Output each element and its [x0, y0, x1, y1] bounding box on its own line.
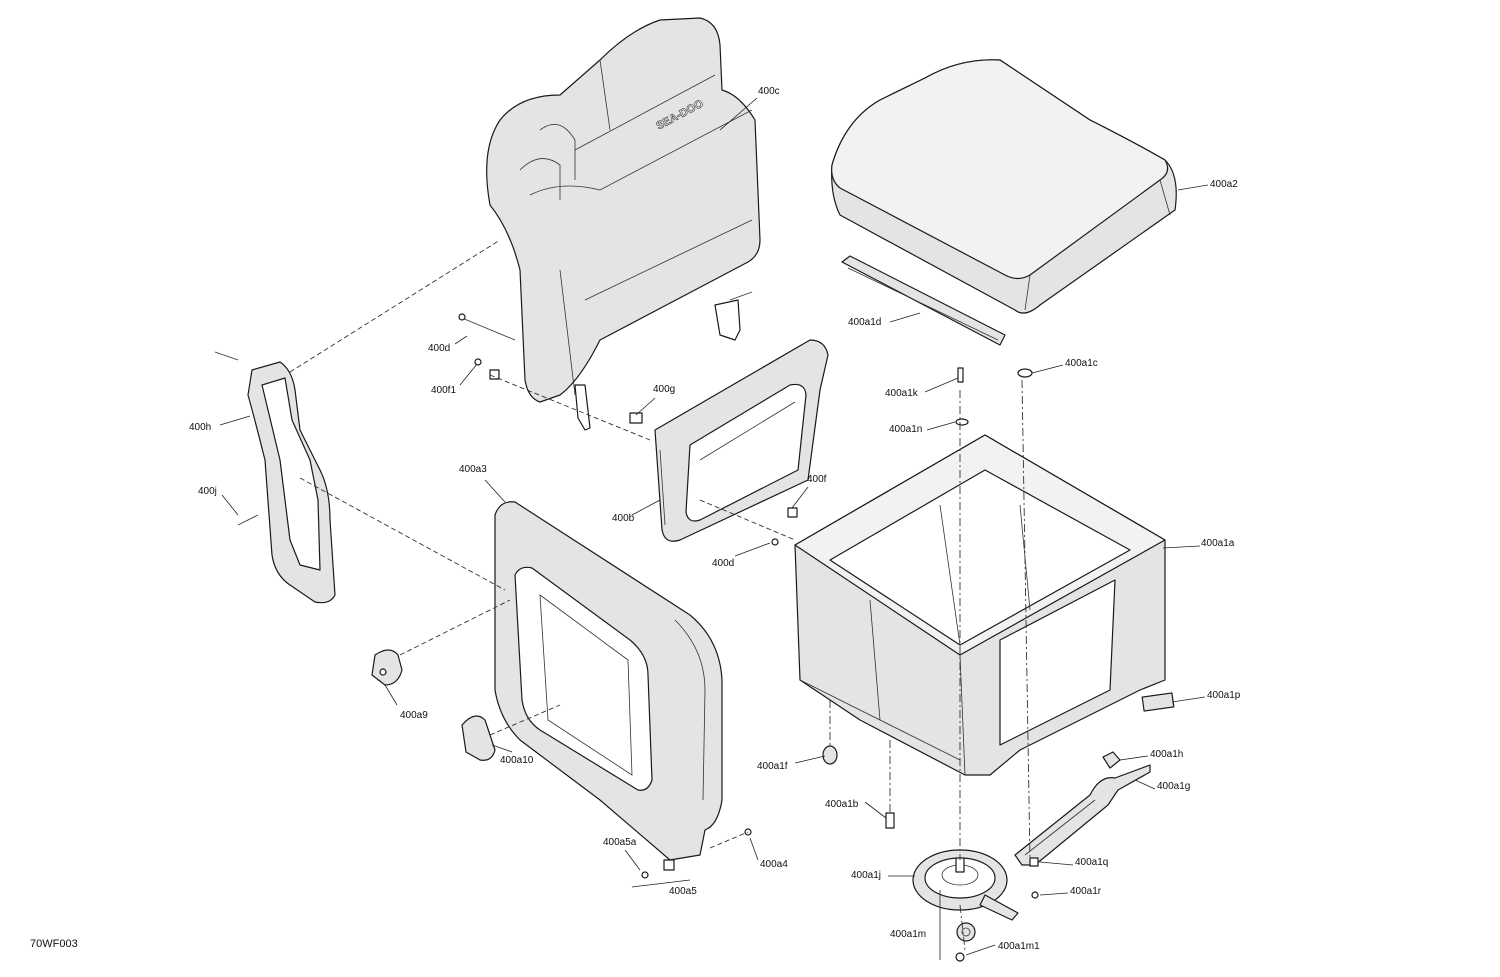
seat-cushion-400a2 [831, 59, 1177, 314]
label-400j: 400j [198, 486, 217, 497]
label-400a3: 400a3 [459, 464, 487, 475]
swivel-plate-400a1j [912, 849, 1019, 921]
assembly-lines [289, 239, 1031, 951]
backrest-400c: SEA-DOO [486, 17, 761, 431]
label-400b: 400b [612, 513, 635, 524]
label-400h: 400h [189, 422, 212, 433]
plate-400a1p [1141, 692, 1175, 712]
label-400d-mid: 400d [712, 558, 735, 569]
label-400a1q: 400a1q [1075, 857, 1109, 868]
label-400a1h: 400a1h [1150, 749, 1184, 760]
label-400c: 400c [758, 86, 780, 97]
label-400d-top: 400d [428, 343, 451, 354]
label-400a1b: 400a1b [825, 799, 859, 810]
label-400a1p: 400a1p [1207, 690, 1241, 701]
cover-400a10 [461, 715, 496, 761]
washer-400a1m1 [955, 952, 965, 962]
pad-400a1m [956, 922, 976, 942]
label-400g: 400g [653, 384, 676, 395]
label-400a5: 400a5 [669, 886, 697, 897]
label-400a1m: 400a1m [890, 929, 927, 940]
label-400a1k: 400a1k [885, 388, 918, 399]
figure-code: 70WF003 [30, 938, 78, 950]
side-trim-400h [247, 361, 336, 604]
label-400a1a: 400a1a [1201, 538, 1235, 549]
label-400a1c: 400a1c [1065, 358, 1098, 369]
label-400a2: 400a2 [1210, 179, 1238, 190]
label-400a1d: 400a1d [848, 317, 882, 328]
label-400f: 400f [807, 474, 827, 485]
knob-400a9 [371, 649, 403, 686]
label-400a1j: 400a1j [851, 870, 882, 881]
label-400a1f: 400a1f [757, 761, 788, 772]
leader-lines [219, 97, 1209, 960]
base-tub-400a1a [794, 434, 1166, 776]
bracket-400a1h [1102, 751, 1121, 769]
label-400a4: 400a4 [760, 859, 788, 870]
seat-frame-400a3 [494, 501, 723, 861]
label-400a1r: 400a1r [1070, 886, 1102, 897]
label-400a1g: 400a1g [1157, 781, 1191, 792]
label-400a10: 400a10 [500, 755, 534, 766]
strap-400a1g [1014, 764, 1151, 866]
back-panel-400b [654, 339, 829, 542]
label-400a5a: 400a5a [603, 837, 637, 848]
label-400a1m1: 400a1m1 [998, 941, 1040, 952]
rail-400a1d [841, 255, 1006, 346]
hardware [214, 313, 1039, 899]
label-400a9: 400a9 [400, 710, 428, 721]
label-400f1: 400f1 [431, 385, 457, 396]
label-400a1n: 400a1n [889, 424, 923, 435]
